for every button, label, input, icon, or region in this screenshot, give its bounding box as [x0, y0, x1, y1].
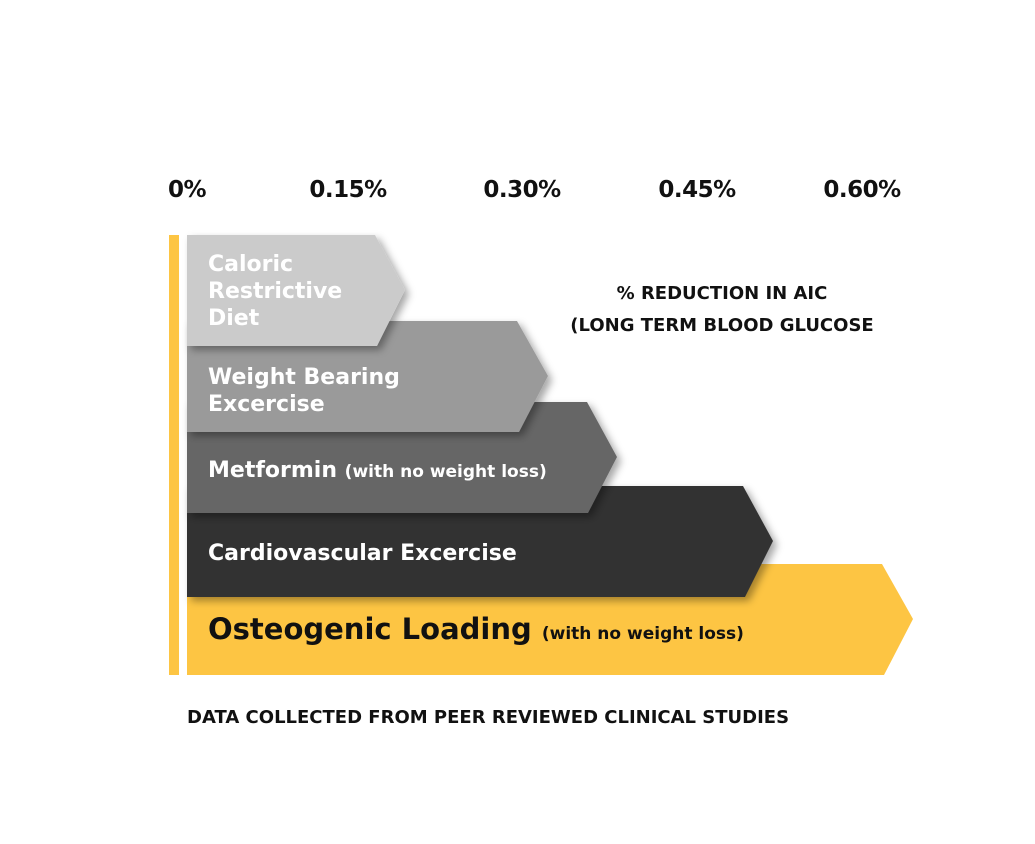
x-tick-0: 0% [167, 177, 207, 203]
x-tick-015: 0.15% [309, 177, 387, 203]
bar-label-weight-bearing: Weight Bearing Excercise [208, 364, 400, 418]
bar-label-osteogenic: Osteogenic Loading (with no weight loss) [208, 615, 744, 648]
bar-cardiovascular-excercise: Cardiovascular Excercise [187, 486, 787, 597]
bar-label-main: Osteogenic Loading [208, 612, 532, 646]
bar-label-sub: (with no weight loss) [541, 624, 744, 644]
bar-label-cardiovascular: Cardiovascular Excercise [208, 540, 517, 567]
bar-label-main: Cardiovascular Excercise [208, 541, 517, 566]
chart-title-line2: (LONG TERM BLOOD GLUCOSE [570, 315, 874, 336]
bar-weight-bearing-excercise: Weight Bearing Excercise [187, 321, 557, 432]
bar-label-line2: Restrictive [208, 279, 343, 304]
bar-label-metformin: Metformin (with no weight loss) [208, 457, 547, 486]
footnote: DATA COLLECTED FROM PEER REVIEWED CLINIC… [187, 707, 790, 728]
bar-label-line2: Excercise [208, 392, 325, 417]
bar-label-line3: Diet [208, 306, 260, 331]
bar-caloric-restrictive-diet: Caloric Restrictive Diet [187, 235, 417, 346]
x-tick-045: 0.45% [658, 177, 736, 203]
bar-label-main: Metformin [208, 458, 337, 483]
arrow-shape-caloric [187, 235, 405, 346]
bar-label-line1: Weight Bearing [208, 365, 400, 390]
arrow-shape-weight-bearing [187, 321, 548, 432]
arrow-shape-cardiovascular [187, 486, 773, 597]
bar-label-line1: Caloric [208, 252, 294, 277]
bar-label-caloric: Caloric Restrictive Diet [208, 251, 342, 332]
x-tick-060: 0.60% [823, 177, 901, 203]
chart-title: % REDUCTION IN AIC (LONG TERM BLOOD GLUC… [562, 278, 882, 342]
bar-label-sub: (with no weight loss) [344, 462, 547, 482]
chart-title-line1: % REDUCTION IN AIC [616, 283, 828, 304]
x-tick-030: 0.30% [483, 177, 561, 203]
y-axis-bar [169, 235, 179, 675]
